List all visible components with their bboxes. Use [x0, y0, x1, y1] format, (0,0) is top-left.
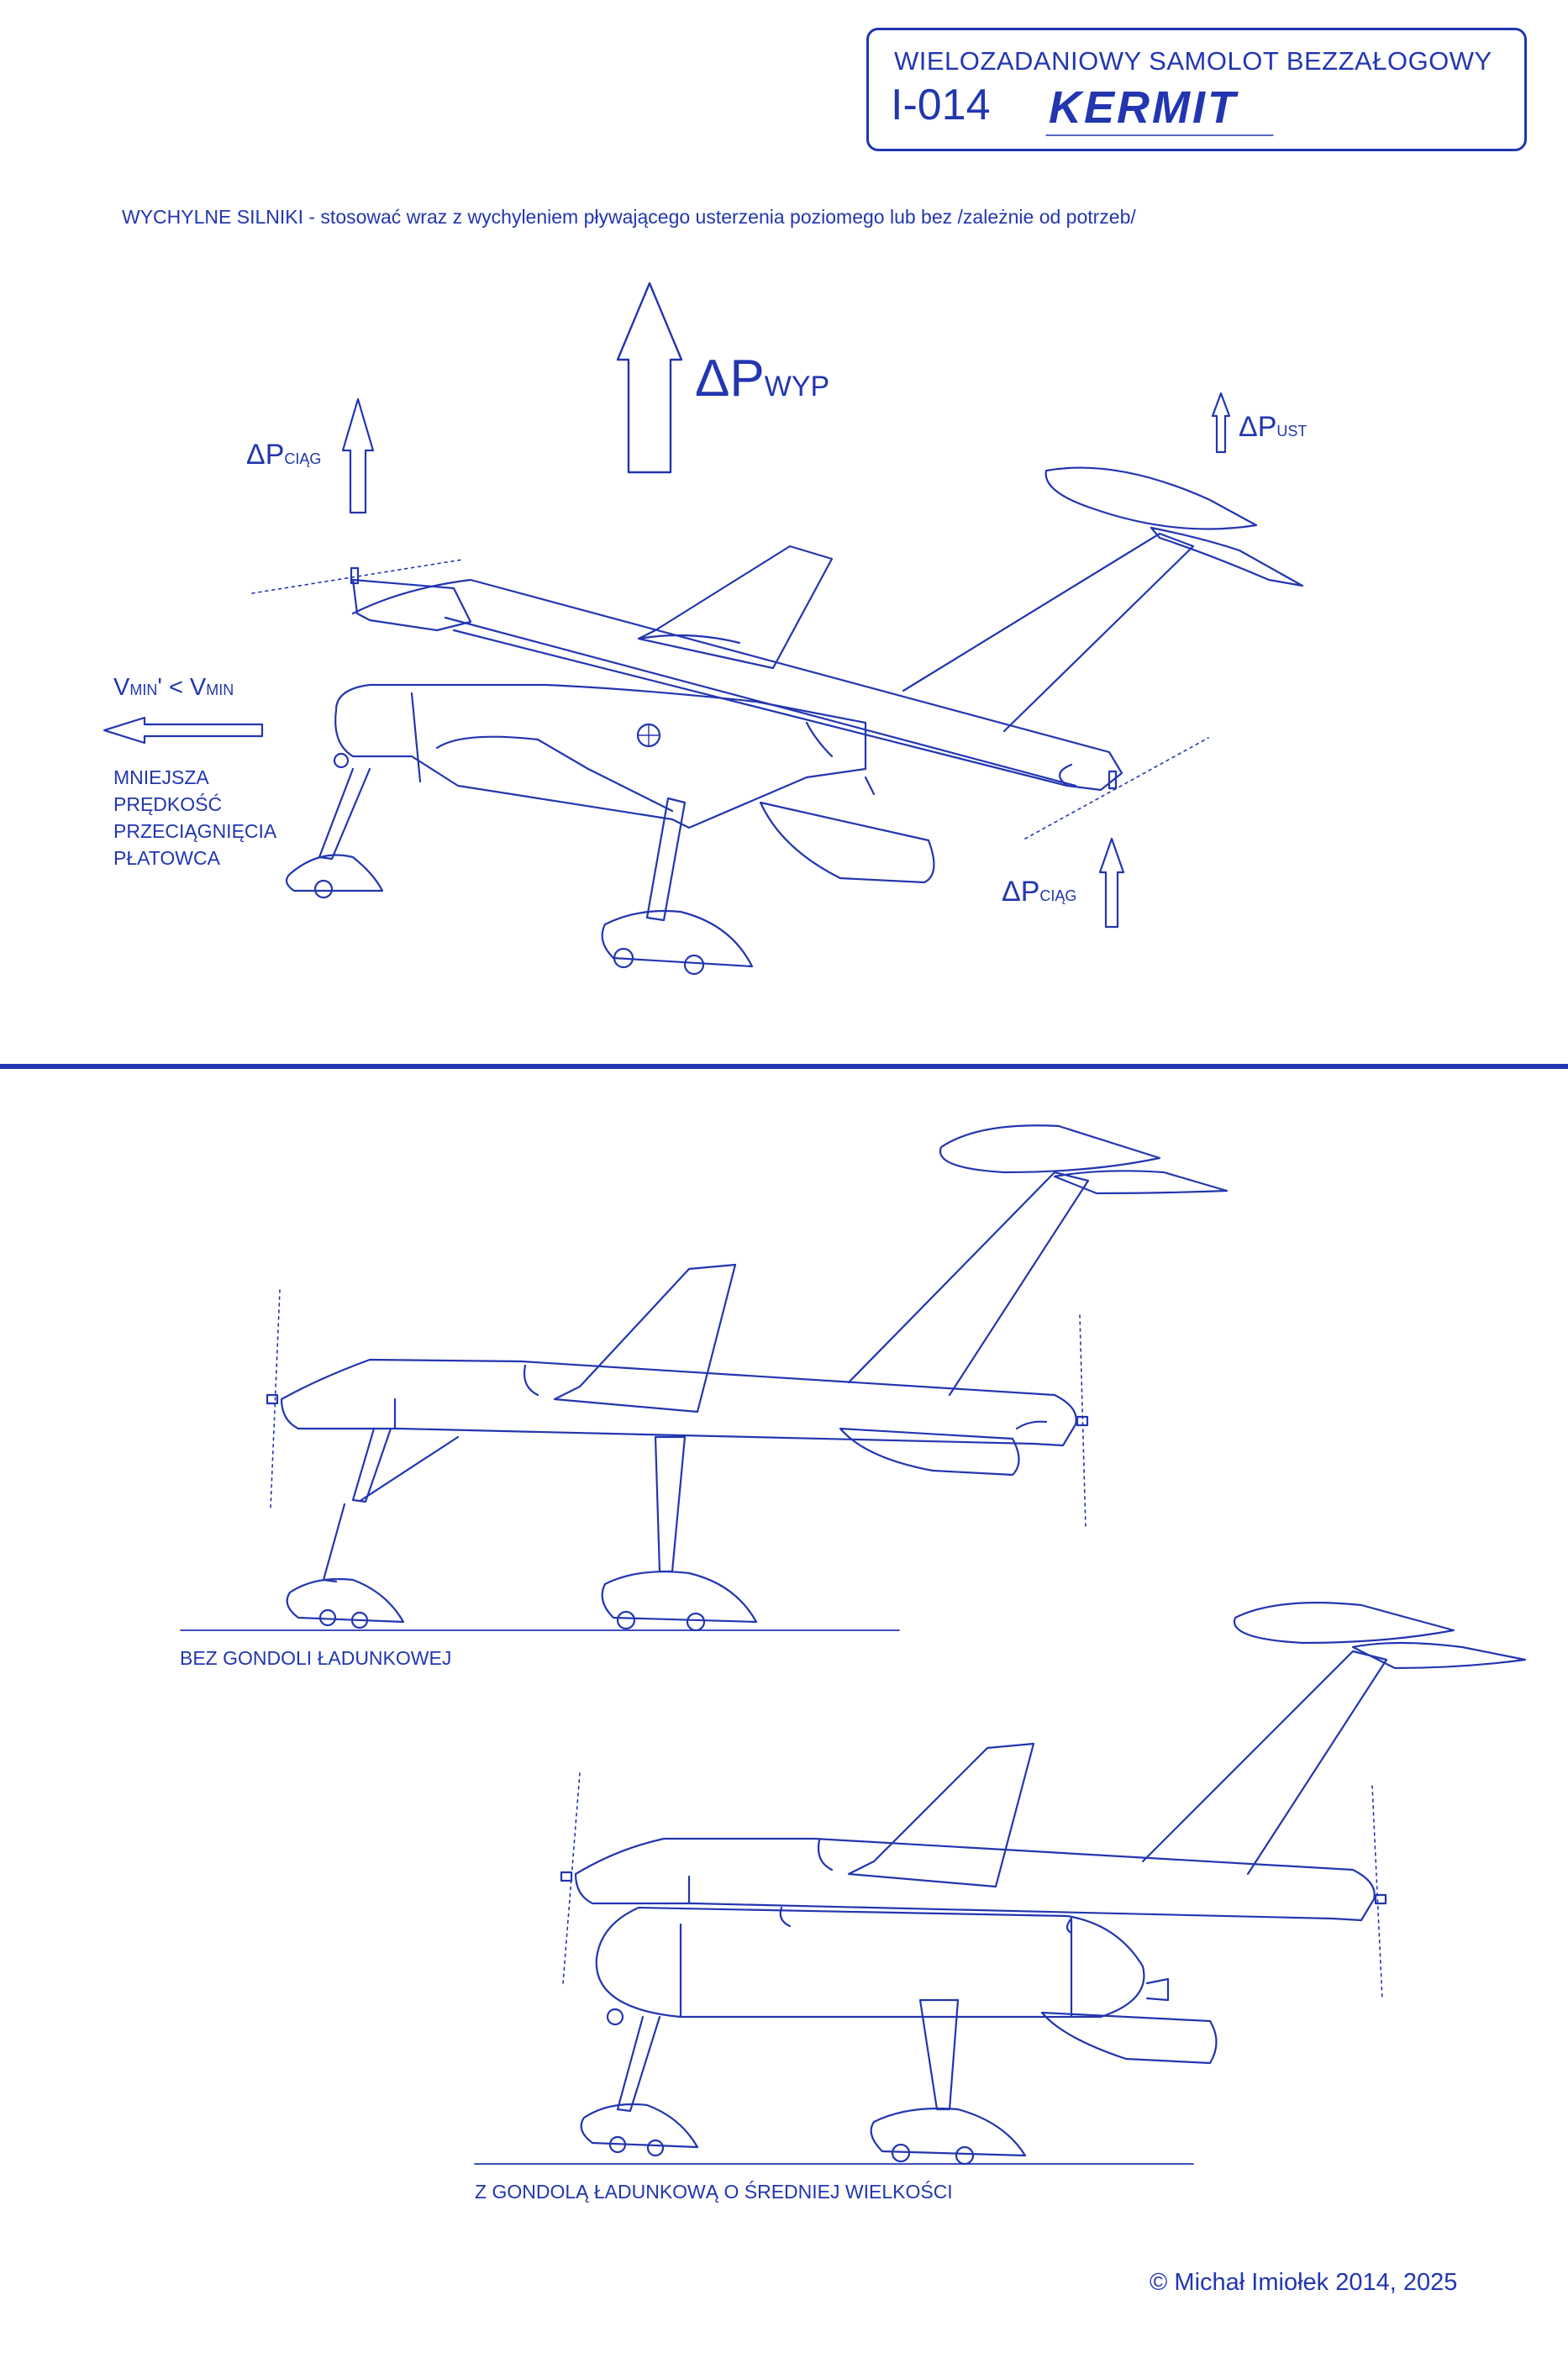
- view-label-without-gondola: BEZ GONDOLI ŁADUNKOWEJ: [180, 1647, 452, 1669]
- arrow-up-wyp: [616, 282, 683, 474]
- stall-label: MNIEJSZA PRĘDKOŚĆ PRZECIĄGNIĘCIA PŁATOWC…: [113, 766, 277, 869]
- arrow-up-ust: [1211, 392, 1231, 454]
- copyright: © Michał Imiołek 2014, 2025: [1150, 2269, 1458, 2296]
- arrow-up-ciag-rear: [1098, 837, 1125, 929]
- force-ciag-front-label: ΔPCIĄG: [246, 439, 322, 471]
- tilting-engines-note: WYCHYLNE SILNIKI - stosować wraz z wychy…: [122, 206, 1136, 228]
- arrow-up-ciag-front: [341, 397, 375, 514]
- title-box: [866, 28, 1527, 151]
- force-ciag-rear-label: ΔPCIĄG: [1002, 876, 1077, 908]
- kermit-logo: KERMIT: [1049, 82, 1238, 133]
- aircraft-with-gondola: [474, 1602, 1527, 2166]
- aircraft-subtitle: WIELOZADANIOWY SAMOLOT BEZZAŁOGOWY: [894, 46, 1492, 76]
- aircraft-tilted: [251, 466, 1304, 976]
- force-wyp-label: ΔPWYP: [695, 350, 830, 408]
- arrow-left-speed: [103, 716, 264, 745]
- force-ust-label: ΔPUST: [1239, 411, 1308, 443]
- aircraft-code: I-014: [891, 81, 991, 129]
- speed-comparison: VMIN' < VMIN: [113, 674, 234, 701]
- aircraft-without-gondola: [180, 1124, 1229, 1632]
- view-label-with-gondola: Z GONDOLĄ ŁADUNKOWĄ O ŚREDNIEJ WIELKOŚCI: [475, 2181, 953, 2203]
